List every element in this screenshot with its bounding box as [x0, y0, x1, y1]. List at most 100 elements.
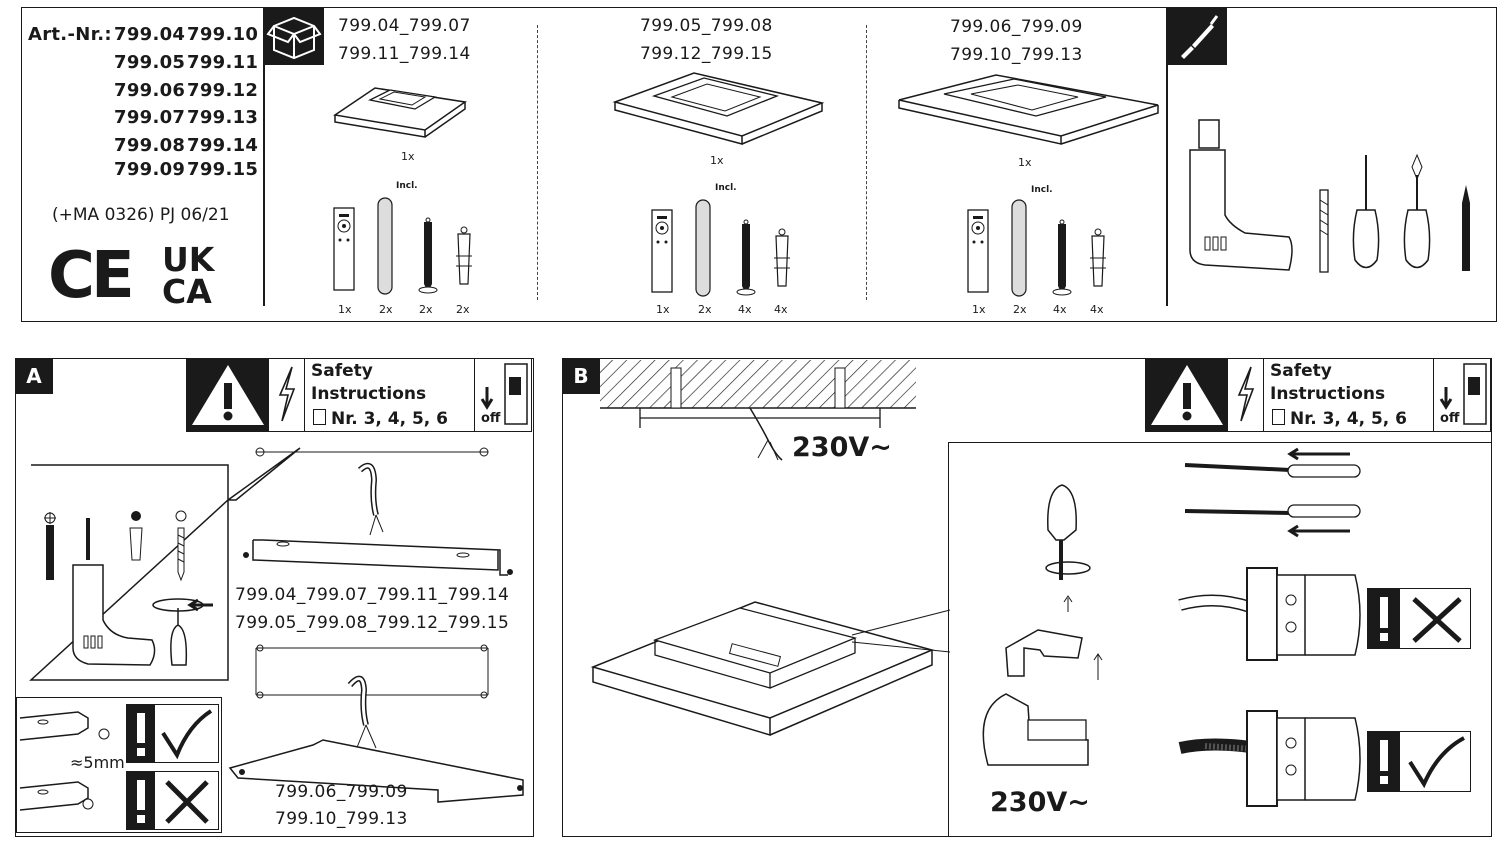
- cross-icon: [126, 771, 219, 830]
- voltage-label: 230V~: [792, 432, 892, 463]
- panel-count: 1x: [1018, 156, 1032, 169]
- drill-icon: [72, 518, 156, 666]
- package-code: 799.05_799.08: [640, 16, 773, 36]
- panel-count: 1x: [710, 154, 724, 167]
- screwdriver-icon: [1167, 8, 1227, 65]
- screwdriver-icon: [1403, 153, 1431, 269]
- dowel-icon: [456, 226, 472, 285]
- part-count: 4x: [1090, 303, 1104, 316]
- distance-label: ≈5mm: [70, 753, 125, 772]
- off-label: off: [1440, 411, 1460, 426]
- parts-row: [650, 198, 800, 303]
- incl-label: Incl.: [396, 181, 418, 191]
- check-icon: [126, 704, 219, 763]
- box-icon: [264, 8, 324, 65]
- distance-check: [16, 697, 222, 833]
- zoom-detail: [948, 442, 1492, 837]
- package-code: 799.11_799.14: [338, 44, 471, 64]
- drill-icon: [1189, 119, 1293, 271]
- parts-overview: [21, 7, 1497, 322]
- lamp-panel-illustration: [590, 601, 951, 737]
- ukca-mark-uk: UK: [162, 240, 215, 279]
- package-code: 799.10_799.13: [950, 45, 1083, 65]
- off-label: off: [481, 411, 501, 426]
- step-label: B: [562, 358, 600, 394]
- part-count: 1x: [338, 303, 352, 316]
- part-count: 4x: [738, 303, 752, 316]
- ceiling-illustration: [600, 360, 916, 461]
- screw-distance-illustration: [19, 711, 110, 811]
- terminal-correct-illustration: [1178, 710, 1361, 807]
- safety-title: Instructions: [311, 384, 427, 404]
- incl-label: Incl.: [715, 183, 737, 193]
- art-number: 799.04: [114, 24, 186, 45]
- bracket-codes: 799.04_799.07_799.11_799.14: [235, 585, 510, 605]
- part-count: 2x: [419, 303, 433, 316]
- art-number: 799.07: [114, 107, 186, 128]
- art-number: 799.09: [114, 159, 186, 180]
- package-code: 799.06_799.09: [950, 17, 1083, 37]
- art-number: 799.11: [187, 52, 259, 73]
- anchor-icon: [1011, 199, 1027, 297]
- step-label: A: [15, 358, 53, 394]
- voltage-label: 230V~: [990, 787, 1090, 818]
- document-icon: [313, 409, 326, 425]
- warning-icon: [187, 359, 269, 431]
- pencil-icon: [44, 512, 56, 580]
- art-number: 799.15: [187, 159, 259, 180]
- package-code: 799.04_799.07: [338, 16, 471, 36]
- screwdriver-icon: [1352, 155, 1380, 269]
- screw-icon: [177, 527, 185, 582]
- safety-title: Safety: [1270, 361, 1332, 381]
- version-code: (+MA 0326) PJ 06/21: [52, 205, 230, 225]
- terminal-illustration: [982, 484, 1103, 766]
- anchor-icon: [377, 197, 393, 295]
- panel-count: 1x: [401, 150, 415, 163]
- remote-icon: [967, 209, 989, 293]
- part-count: 1x: [656, 303, 670, 316]
- art-number: 799.08: [114, 135, 186, 156]
- anchor-icon: [695, 199, 711, 297]
- art-number: 799.06: [114, 80, 186, 101]
- cross-icon: [1367, 588, 1471, 649]
- safety-box: [186, 358, 532, 432]
- part-count: 4x: [774, 303, 788, 316]
- screw-icon: [418, 217, 438, 294]
- screw-icon: [736, 219, 756, 296]
- wire-illustration: [1184, 447, 1361, 538]
- bracket-illustration: [243, 447, 513, 699]
- part-count: 1x: [972, 303, 986, 316]
- art-number: 799.05: [114, 52, 186, 73]
- art-number: 799.14: [187, 135, 259, 156]
- ce-mark: CE: [48, 239, 135, 313]
- parts-row: [332, 196, 482, 301]
- safety-title: Instructions: [1270, 384, 1386, 404]
- lightning-icon: [270, 359, 305, 431]
- part-count: 2x: [456, 303, 470, 316]
- terminal-wrong-illustration: [1178, 567, 1361, 661]
- panel-illustration: [612, 72, 825, 145]
- part-count: 4x: [1053, 303, 1067, 316]
- part-count: 2x: [379, 303, 393, 316]
- art-number: 799.12: [187, 80, 259, 101]
- ukca-mark-ca: CA: [162, 272, 212, 311]
- safety-numbers: Nr. 3, 4, 5, 6: [1290, 409, 1408, 429]
- screw-icon: [1052, 219, 1072, 296]
- divider: [866, 25, 867, 300]
- switch-off-icon: [1433, 359, 1491, 431]
- anchor-icon: [129, 527, 143, 561]
- tools-illustration: [1189, 119, 1470, 273]
- drill-inset: [29, 447, 301, 681]
- divider: [263, 8, 265, 306]
- check-icon: [1367, 731, 1471, 792]
- dowel-icon: [774, 228, 790, 287]
- switch-off-icon: [474, 359, 532, 431]
- safety-title: Safety: [311, 361, 373, 381]
- safety-box: [1145, 358, 1491, 432]
- package-code: 799.12_799.15: [640, 44, 773, 64]
- step-b-panel: [562, 358, 1492, 837]
- bracket-codes: 799.06_799.09: [275, 782, 408, 802]
- warning-icon: [1146, 359, 1228, 431]
- pencil-icon: [1462, 185, 1470, 271]
- art-label: Art.-Nr.:: [28, 24, 112, 45]
